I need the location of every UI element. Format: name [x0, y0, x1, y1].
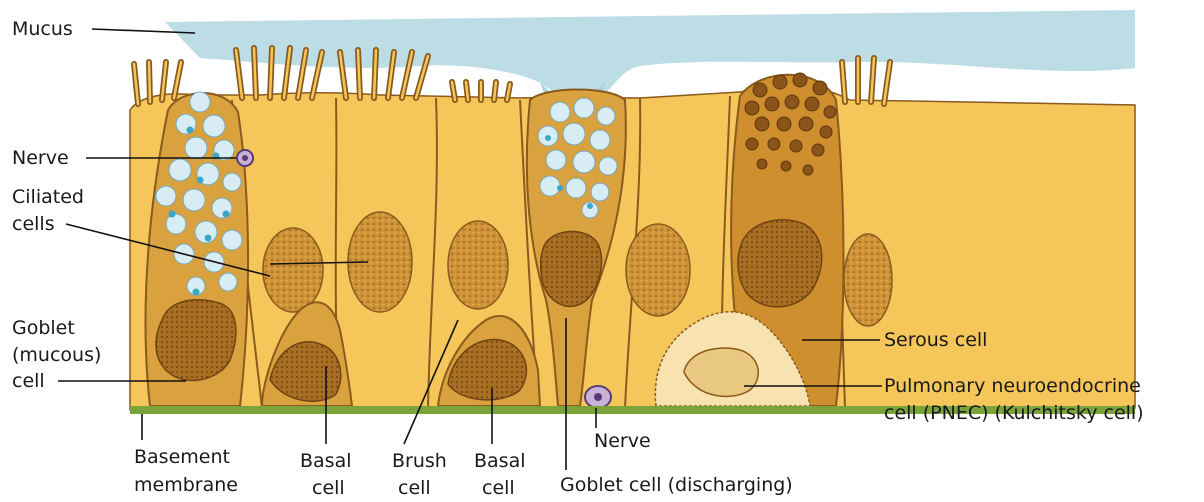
label-goblet-line3: cell — [12, 370, 45, 392]
label-basal-right-line1: Basal — [474, 450, 526, 472]
label-basal-left-line1: Basal — [300, 450, 352, 472]
label-basement-line1: Basement — [134, 446, 230, 468]
serous-nucleus — [738, 220, 822, 307]
label-basal-right-line2: cell — [482, 477, 515, 499]
ciliated-nucleus-3 — [626, 224, 690, 316]
label-ciliated-line1: Ciliated — [12, 186, 84, 208]
label-pnec-line2: cell (PNEC) (Kulchitsky cell) — [884, 402, 1144, 424]
label-brush-line2: cell — [398, 477, 431, 499]
label-goblet-line2: (mucous) — [12, 344, 101, 366]
label-brush-line1: Brush — [392, 450, 447, 472]
label-serous-cell: Serous cell — [884, 329, 987, 351]
label-nerve-top: Nerve — [12, 147, 69, 169]
mucus-layer — [165, 10, 1135, 98]
ciliated-nucleus-4 — [844, 234, 892, 326]
goblet-nucleus-left — [156, 300, 236, 381]
label-nerve-bottom: Nerve — [594, 430, 651, 452]
label-ciliated-line2: cells — [12, 213, 55, 235]
ciliated-nucleus-1 — [263, 228, 323, 312]
label-mucus: Mucus — [12, 18, 73, 40]
label-basal-left-line2: cell — [312, 477, 345, 499]
brush-nucleus — [448, 221, 508, 309]
label-basement-line2: membrane — [134, 474, 238, 496]
label-pnec-line1: Pulmonary neuroendocrine — [884, 375, 1141, 397]
label-goblet-line1: Goblet — [12, 317, 75, 339]
label-goblet-discharging: Goblet cell (discharging) — [560, 474, 793, 496]
